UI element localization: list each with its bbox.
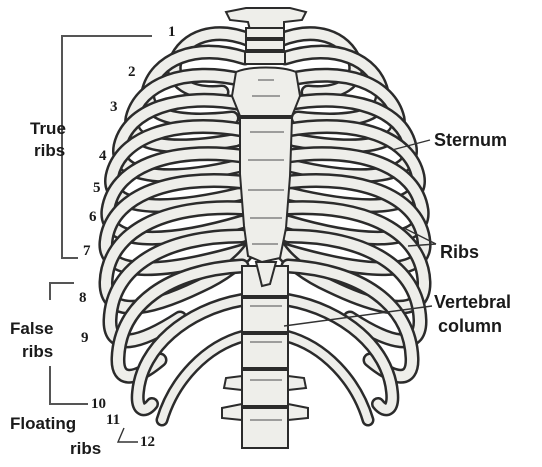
rib-number-5: 5: [93, 180, 101, 196]
group-labels: True ribs False ribs Floating ribs: [10, 119, 101, 458]
structure-labels: Sternum Ribs Vertebral column: [434, 130, 511, 336]
annotation-lines: [49, 35, 437, 443]
false-ribs-bracket: [49, 282, 74, 300]
true-ribs-label-line2: ribs: [34, 141, 65, 160]
rib-number-7: 7: [83, 243, 91, 259]
rib-number-9: 9: [81, 330, 89, 346]
rib-number-10: 10: [91, 396, 106, 412]
rib-number-11: 11: [106, 412, 120, 428]
rib-7-left: [98, 172, 254, 276]
vertebral-column-label-line2: column: [438, 316, 502, 336]
rib-number-2: 2: [128, 64, 136, 80]
vertebral-column-label-line1: Vertebral: [434, 292, 511, 312]
ribs-illustration: [98, 26, 432, 427]
rib-12-left: [155, 329, 251, 427]
floating-ribs-leader: [116, 427, 138, 443]
vertebral-column-leader: [283, 305, 433, 327]
rib-number-labels: 1 2 3 4 5 6 7 8 9 10 11 12: [79, 24, 176, 450]
rib-11-left: [130, 293, 249, 417]
rib-9-left: [102, 228, 250, 349]
rib-number-4: 4: [99, 148, 107, 164]
false-ribs-label-line2: ribs: [22, 342, 53, 361]
rib-6-left: [100, 146, 250, 246]
floating-ribs-label-line2: ribs: [70, 439, 101, 458]
true-ribs-label-line1: True: [30, 119, 66, 138]
rib-number-8: 8: [79, 290, 87, 306]
rib-number-3: 3: [110, 99, 118, 115]
ribs-label: Ribs: [440, 242, 479, 262]
floating-ribs-label-line1: Floating: [10, 414, 76, 433]
rib-number-6: 6: [89, 209, 97, 225]
rib-4-left: [112, 92, 250, 183]
sternum-label: Sternum: [434, 130, 507, 150]
rib-number-1: 1: [168, 24, 176, 40]
ribs-leader-lower: [407, 243, 437, 247]
rib-5-left: [104, 119, 250, 213]
true-ribs-bracket: [61, 35, 152, 259]
sternum-illustration: [230, 66, 302, 288]
rib-number-12: 12: [140, 434, 155, 450]
ribs-leader-upper: [403, 227, 437, 245]
right-ribs: [270, 26, 432, 427]
false-ribs-label-line1: False: [10, 319, 53, 338]
sternum-leader: [391, 139, 431, 151]
